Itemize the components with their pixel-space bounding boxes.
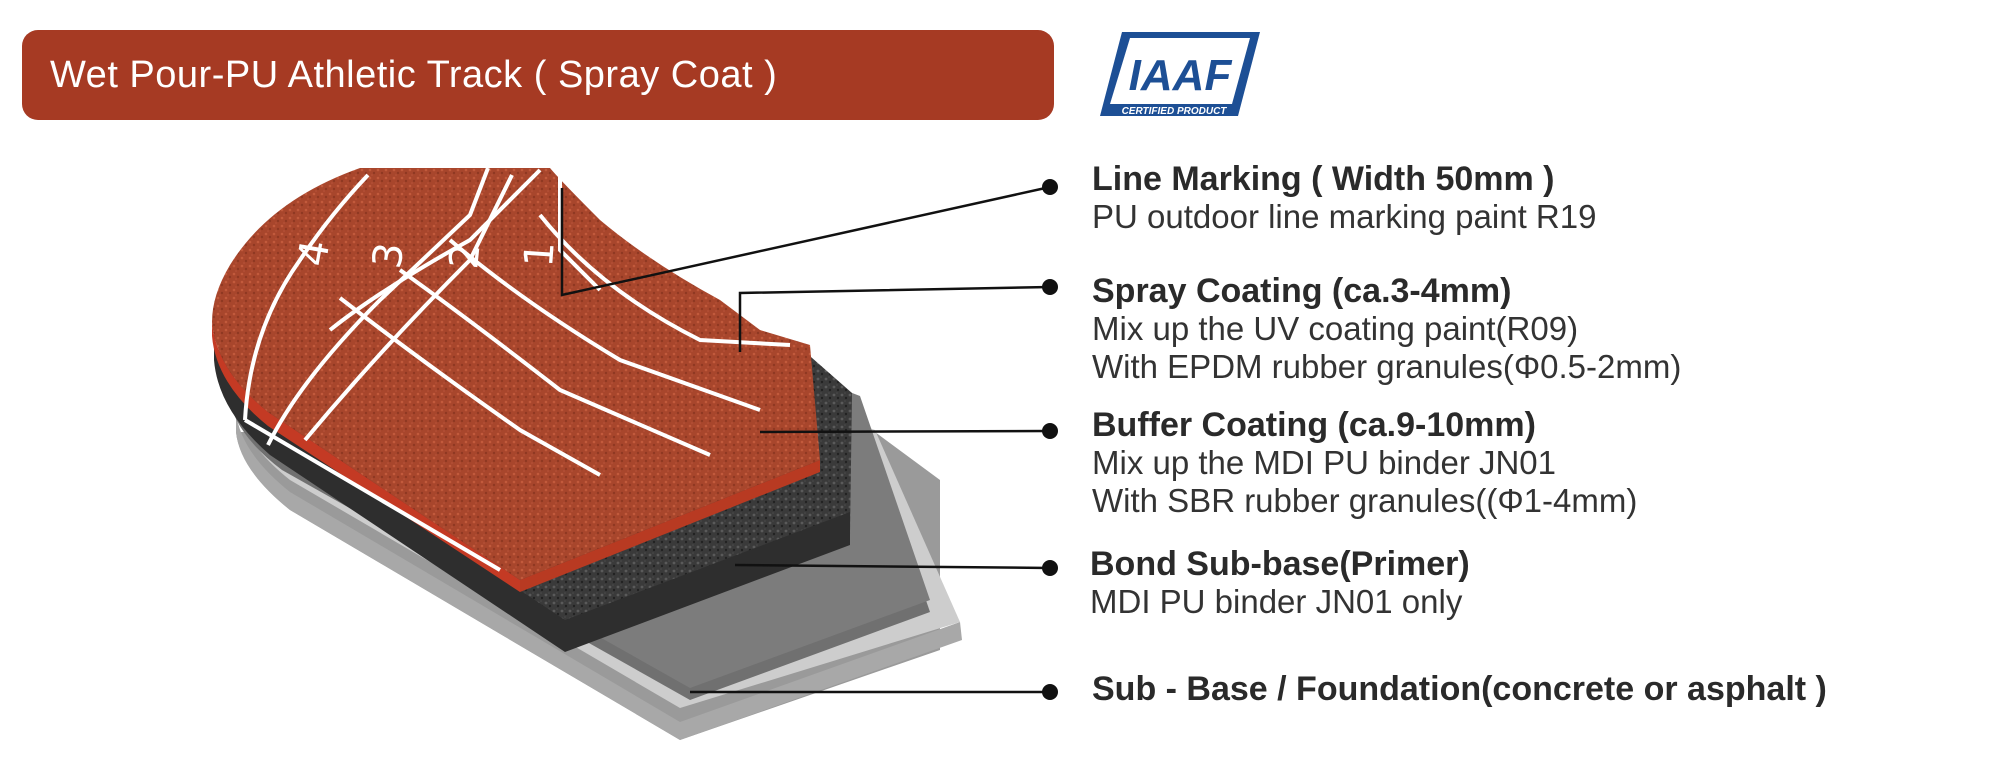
label-bond-subbase: Bond Sub-base(Primer) MDI PU binder JN01… <box>1090 545 1470 621</box>
label-buffer-coating-desc-2: With SBR rubber granules((Φ1-4mm) <box>1092 482 1638 519</box>
label-buffer-coating-desc-1: Mix up the MDI PU binder JN01 <box>1092 444 1557 481</box>
dot-sub-base <box>1042 684 1058 700</box>
label-sub-base-title: Sub - Base / Foundation(concrete or asph… <box>1092 670 1827 708</box>
leader-buffer-coating <box>759 429 1051 434</box>
dot-bond-subbase <box>1042 560 1058 576</box>
label-bond-subbase-desc: MDI PU binder JN01 only <box>1090 583 1463 620</box>
label-line-marking-title: Line Marking ( Width 50mm ) <box>1092 160 1555 198</box>
leader-line-marking <box>560 185 1051 297</box>
page-title: Wet Pour-PU Athletic Track ( Spray Coat … <box>50 53 778 96</box>
leader-lines <box>560 185 1051 694</box>
leader-dots <box>1042 179 1058 700</box>
dot-spray-coating <box>1042 279 1058 295</box>
label-line-marking-desc: PU outdoor line marking paint R19 <box>1092 198 1597 235</box>
label-sub-base: Sub - Base / Foundation(concrete or asph… <box>1092 670 1827 708</box>
dot-line-marking <box>1042 179 1058 195</box>
leader-spray-coating <box>738 285 1051 352</box>
label-buffer-coating: Buffer Coating (ca.9-10mm) Mix up the MD… <box>1092 406 1637 520</box>
lane-number-3: 3 <box>364 240 413 272</box>
lane-number-2: 2 <box>441 241 489 271</box>
label-buffer-coating-title: Buffer Coating (ca.9-10mm) <box>1092 406 1536 444</box>
svg-text:IAAF: IAAF <box>1129 51 1233 100</box>
label-spray-coating-desc-1: Mix up the UV coating paint(R09) <box>1092 310 1579 347</box>
dot-buffer-coating <box>1042 423 1058 439</box>
iaaf-logo: IAAF CERTIFIED PRODUCT <box>1100 32 1260 117</box>
lane-number-1: 1 <box>516 240 564 269</box>
svg-text:CERTIFIED PRODUCT: CERTIFIED PRODUCT <box>1122 106 1228 117</box>
label-spray-coating: Spray Coating (ca.3-4mm) Mix up the UV c… <box>1092 272 1681 386</box>
label-bond-subbase-title: Bond Sub-base(Primer) <box>1090 545 1470 583</box>
title-banner: Wet Pour-PU Athletic Track ( Spray Coat … <box>22 30 1054 120</box>
label-spray-coating-desc-2: With EPDM rubber granules(Φ0.5-2mm) <box>1092 348 1682 385</box>
label-line-marking: Line Marking ( Width 50mm ) PU outdoor l… <box>1092 160 1596 236</box>
lane-lines <box>243 167 791 572</box>
label-spray-coating-title: Spray Coating (ca.3-4mm) <box>1092 272 1512 310</box>
leader-bond-subbase <box>734 563 1051 570</box>
